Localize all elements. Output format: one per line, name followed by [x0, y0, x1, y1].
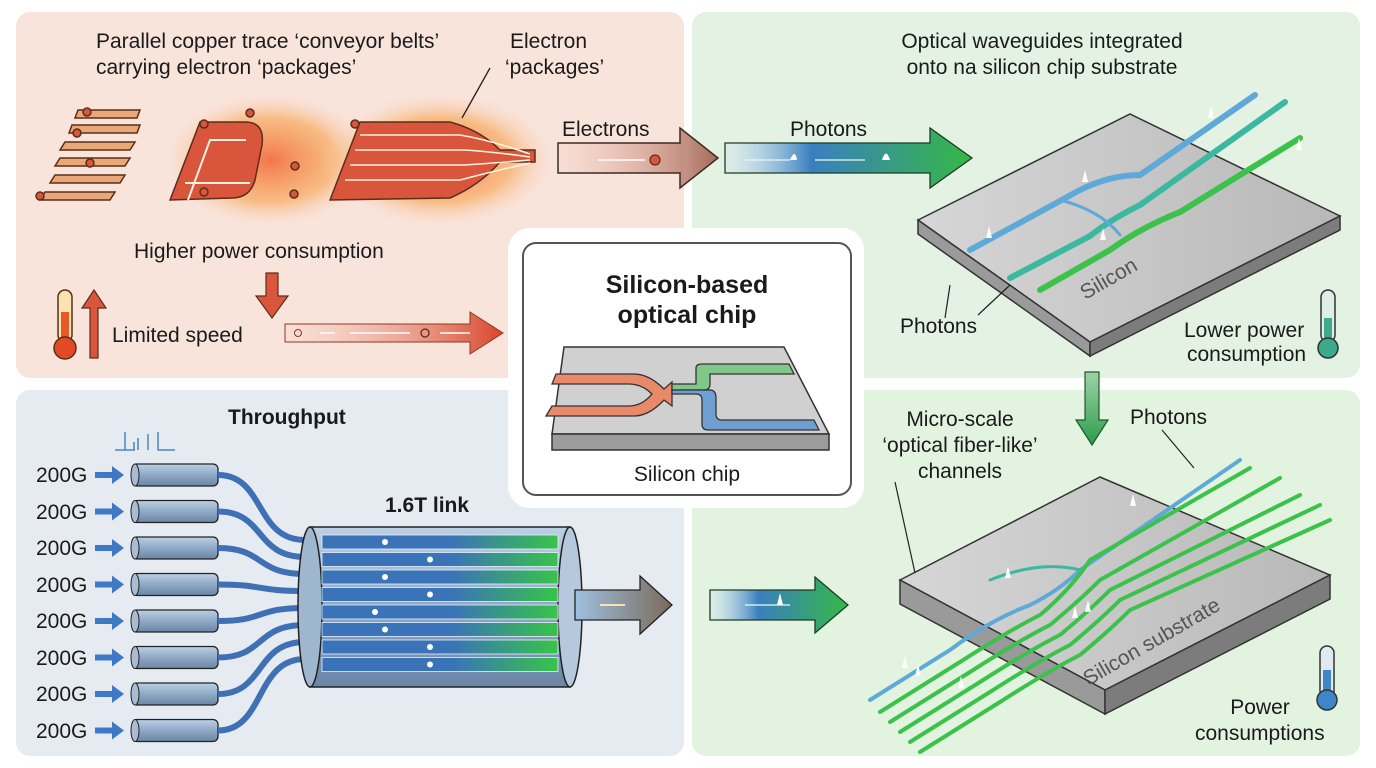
channel-input-arrow-icon [95, 502, 124, 521]
power-consumptions-line1: Power [1230, 696, 1290, 719]
thermometer-hot-icon [53, 289, 77, 360]
fiber-strand [217, 639, 306, 697]
power-consumptions-line2: consumptions [1195, 722, 1325, 745]
copper-title-line2: carrying electron ‘packages’ [96, 56, 357, 79]
micro-scale-callout-line1: Micro-scale [906, 408, 1014, 431]
higher-power-label: Higher power consumption [134, 240, 384, 263]
link-lane [321, 639, 559, 655]
fiber-strand [217, 622, 306, 661]
fiber-connector [131, 609, 219, 633]
thermometer-blue-icon [1316, 645, 1338, 711]
link-lane [321, 552, 559, 567]
fiber-rows [95, 463, 306, 743]
link-lane [321, 604, 559, 620]
fiber-connector [131, 718, 219, 743]
fiber-connector [131, 645, 219, 670]
spectrum-icon [115, 432, 175, 451]
link-cylinder [297, 526, 583, 688]
throughput-title: Throughput [228, 406, 346, 429]
channel-rate-label: 200G [36, 573, 88, 597]
down-arrow-copper [254, 272, 290, 320]
link-lane [321, 657, 559, 672]
link-lane [321, 622, 559, 637]
fiber-connector [131, 463, 219, 487]
center-card-title-line1: Silicon-based [605, 271, 769, 299]
link-lane [321, 587, 559, 602]
channel-row [95, 622, 306, 670]
link-lane [321, 534, 559, 550]
thermometer-low-icon [1317, 289, 1339, 359]
channel-row [95, 605, 306, 633]
link-label: 1.6T link [385, 494, 470, 517]
channel-row [95, 536, 306, 577]
copper-traces-illustration [35, 67, 560, 230]
photons-input-arrow [709, 575, 850, 635]
photon-pulse [372, 609, 378, 615]
fiber-connector [131, 499, 219, 524]
optical-chip-illustration [916, 92, 1342, 358]
electron-packages-callout-line1: Electron [510, 30, 588, 53]
photons-arrow-label: Photons [790, 118, 868, 141]
lower-power-line2: consumption [1187, 343, 1307, 366]
channel-rate-label: 200G [36, 646, 88, 670]
fiber-strand [217, 508, 306, 560]
photon-pulse [427, 661, 433, 668]
channel-input-arrow-icon [95, 721, 124, 740]
fiber-strand [217, 545, 306, 577]
fiber-connector [131, 536, 219, 560]
channel-input-arrow-icon [95, 685, 124, 703]
silicon-optical-chip-card: Silicon-based optical chip Silicon chip [514, 234, 858, 502]
fiber-strand [217, 605, 306, 624]
fiber-strand [217, 472, 306, 543]
channel-input-arrow-icon [95, 466, 124, 484]
channel-input-arrow-icon [95, 648, 124, 667]
micro-scale-callout-line2: ‘optical fiber-like’ [882, 434, 1038, 457]
photon-pulse [427, 591, 433, 598]
photon-pulse [427, 556, 433, 563]
channel-input-arrow-icon [95, 575, 124, 594]
fiber-strand [217, 581, 306, 594]
copper-title-line1: Parallel copper trace ‘conveyor belts’ [96, 30, 440, 53]
substrate-photons-label: Photons [1130, 406, 1208, 429]
photons-arrow [724, 126, 974, 190]
photons-callout-label: Photons [900, 315, 978, 338]
channel-row [95, 463, 306, 543]
center-card-title-line2: optical chip [617, 301, 757, 329]
link-lane [321, 569, 559, 585]
channel-rate-label: 200G [36, 537, 88, 560]
channel-rate-label: 200G [36, 500, 88, 524]
channel-rate-label: 200G [36, 683, 88, 706]
silicon-chip-icon [544, 346, 831, 451]
micro-scale-callout-line3: channels [917, 460, 1003, 483]
photon-pulse [382, 626, 388, 633]
photon-pulse [382, 539, 388, 545]
limited-speed-label: Limited speed [112, 324, 243, 347]
channel-row [95, 499, 306, 560]
channel-rate-label: 200G [36, 719, 88, 743]
electrons-arrow [557, 126, 720, 190]
fiber-strand [217, 656, 306, 734]
channel-rate-label: 200G [36, 610, 88, 633]
link-output-arrow [574, 574, 673, 636]
optical-title-line1: Optical waveguides integrated [901, 30, 1183, 53]
channel-rate-label: 200G [36, 464, 88, 487]
substrate-chip-illustration [868, 429, 1332, 754]
channel-input-arrow-icon [95, 612, 124, 630]
limited-speed-arrow [284, 311, 504, 355]
photon-pulse [427, 644, 433, 650]
down-arrow-optical [1074, 371, 1110, 447]
fiber-connector [131, 572, 219, 597]
photon-pulse [382, 574, 388, 580]
optical-title-line2: onto na silicon chip substrate [906, 56, 1178, 79]
channel-row [95, 639, 306, 706]
center-card-caption: Silicon chip [633, 463, 741, 486]
electrons-label: Electrons [562, 118, 650, 141]
electron-packages-callout-line2: ‘packages’ [505, 56, 605, 79]
channel-row [95, 656, 306, 743]
lower-power-line1: Lower power [1184, 319, 1305, 342]
channel-input-arrow-icon [95, 539, 124, 557]
up-arrow-speed-icon [80, 288, 108, 359]
channel-row [95, 572, 306, 597]
fiber-connector [131, 682, 219, 706]
